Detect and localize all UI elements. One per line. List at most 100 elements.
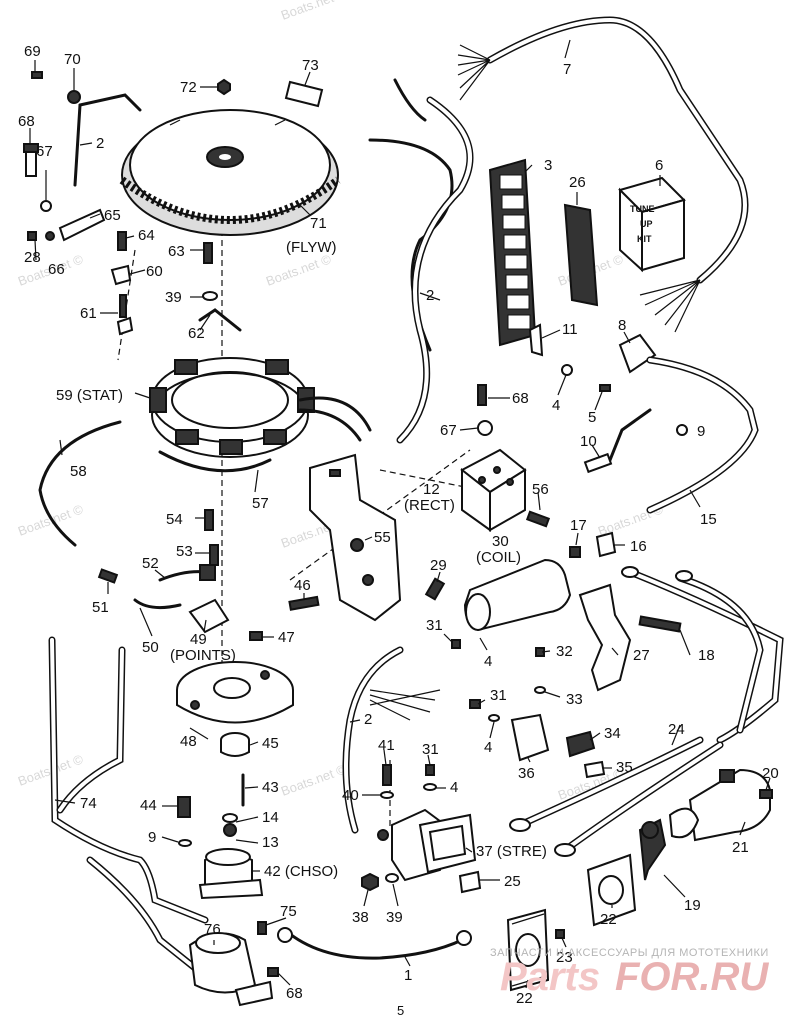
- washer-67: [477, 420, 493, 436]
- page-number: 5: [397, 1003, 404, 1018]
- callout-27: 27: [633, 647, 650, 664]
- callout-2: 2: [426, 287, 434, 304]
- tune-up-kit-box: TUNE UP KIT: [618, 176, 686, 273]
- warning-horn: [188, 932, 274, 1007]
- washer-4b: [488, 714, 500, 722]
- washer-33: [534, 686, 546, 694]
- harness-wire-2-lower: [344, 648, 402, 832]
- bushing: [220, 732, 250, 757]
- small-hardware: [110, 231, 242, 336]
- callout-4: 4: [484, 739, 492, 756]
- callout-41: 41: [378, 737, 395, 754]
- watermark-text: Boats.net ©: [279, 0, 349, 23]
- tune-up-kit-label-line: TUNE: [630, 204, 655, 214]
- callout-55: 55: [374, 529, 391, 546]
- washer-40: [380, 791, 394, 799]
- callout-40: 40: [342, 787, 359, 804]
- screw-68: [477, 384, 487, 406]
- ignition-coil: [463, 531, 617, 632]
- callout-70: 70: [64, 51, 81, 68]
- callout-39: 39: [165, 289, 182, 306]
- callout-68: 68: [512, 390, 529, 407]
- callout-46: 46: [294, 577, 311, 594]
- stator: [149, 357, 372, 458]
- callout-61: 61: [80, 305, 97, 322]
- callout-58: 58: [70, 463, 87, 480]
- callout-49-label: (POINTS): [170, 647, 236, 664]
- callout-2: 2: [96, 135, 104, 152]
- screw-18: [638, 615, 682, 633]
- callout-34: 34: [604, 725, 621, 742]
- callout-57: 57: [252, 495, 269, 512]
- callout-4: 4: [450, 779, 458, 796]
- switch-screw: [759, 789, 773, 799]
- callout-22: 22: [516, 990, 533, 1007]
- callout-31: 31: [490, 687, 507, 704]
- footer-logo-part1: Parts: [500, 955, 600, 999]
- callout-23: 23: [556, 949, 573, 966]
- mounting-plate: [586, 853, 637, 927]
- callout-20: 20: [762, 765, 779, 782]
- rectifier: [460, 448, 527, 532]
- callout-36: 36: [518, 765, 535, 782]
- spark-plug-lead: [618, 333, 759, 514]
- callout-43: 43: [262, 779, 279, 796]
- watermark-text: Boats.net ©: [279, 761, 349, 799]
- harness-74: [48, 636, 214, 984]
- jumper-clip: [528, 323, 544, 357]
- callout-44: 44: [140, 797, 157, 814]
- callout-1: 1: [404, 967, 412, 984]
- callout-39: 39: [386, 909, 403, 926]
- callout-10: 10: [580, 433, 597, 450]
- callout-14: 14: [262, 809, 279, 826]
- callout-53: 53: [176, 543, 193, 560]
- callout-75: 75: [280, 903, 297, 920]
- callout-4: 4: [552, 397, 560, 414]
- callout-31: 31: [422, 741, 439, 758]
- lead-terminal: [456, 930, 472, 946]
- callout-52: 52: [142, 555, 159, 572]
- part-35: [583, 760, 606, 779]
- flywheel-key: [284, 80, 324, 108]
- throttle-link-group: [23, 71, 142, 242]
- callout-60: 60: [146, 263, 163, 280]
- flywheel-nut: [217, 78, 231, 96]
- footer-logo-part2: FOR.RU: [615, 955, 769, 999]
- callout-9: 9: [148, 829, 156, 846]
- screw-47: [249, 631, 263, 641]
- callout-42: 42 (CHSO): [264, 863, 338, 880]
- harness-wire-2: [368, 78, 474, 444]
- callout-56: 56: [532, 481, 549, 498]
- washer: [561, 364, 573, 376]
- callout-13: 13: [262, 834, 279, 851]
- screw: [599, 384, 611, 392]
- nut-31b: [469, 699, 481, 709]
- callout-68: 68: [286, 985, 303, 1002]
- tune-up-kit-label-line: UP: [640, 219, 653, 229]
- footer-tagline: ЗАПЧАСТИ И АКСЕССУАРЫ ДЛЯ МОТОТЕХНИКИ: [490, 947, 769, 959]
- callout-29: 29: [430, 557, 447, 574]
- callout-16: 16: [630, 538, 647, 555]
- callout-76: 76: [204, 921, 221, 938]
- callout-49: 49: [190, 631, 207, 648]
- part-34: [565, 730, 596, 758]
- callout-21: 21: [732, 839, 749, 856]
- bracket: [309, 453, 402, 622]
- callout-4: 4: [484, 653, 492, 670]
- coil-clamp: [578, 583, 632, 692]
- callout-17: 17: [570, 517, 587, 534]
- callout-59: 59 (STAT): [56, 387, 123, 404]
- callout-8: 8: [618, 317, 626, 334]
- callout-38: 38: [352, 909, 369, 926]
- wiring-harness: [457, 16, 749, 333]
- screw-41: [382, 764, 392, 786]
- callout-15: 15: [700, 511, 717, 528]
- decal: [563, 203, 599, 307]
- callout-30: 30: [492, 533, 509, 550]
- washer-39: [385, 873, 399, 883]
- callout-33: 33: [566, 691, 583, 708]
- callout-74: 74: [80, 795, 97, 812]
- callout-26: 26: [569, 174, 586, 191]
- screw-44: [177, 796, 191, 818]
- screw-75: [257, 921, 267, 935]
